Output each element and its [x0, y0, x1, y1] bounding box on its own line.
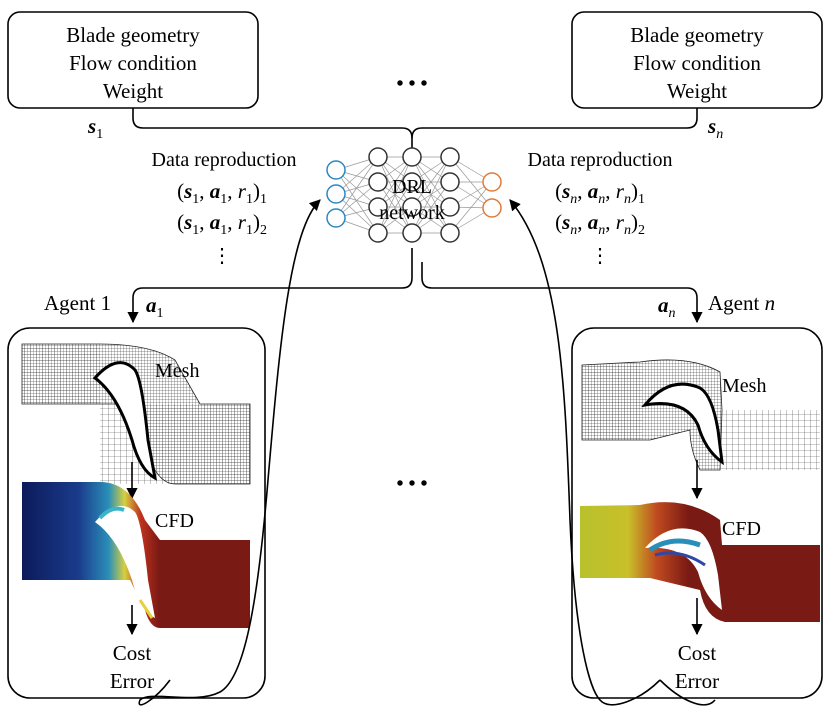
- network-node-input: [326, 184, 346, 204]
- middle-ellipsis: • • •: [396, 473, 427, 495]
- network-node-hidden1: [368, 197, 388, 217]
- network-edge: [377, 181, 413, 234]
- network-node-hidden2: [402, 223, 422, 243]
- data-left-title: Data reproduction: [152, 149, 297, 171]
- action-line-right: [421, 262, 703, 324]
- cost-label-left: Cost: [113, 641, 152, 665]
- network-node-hidden3: [440, 147, 460, 167]
- data-right-dots: ⋮: [590, 245, 610, 267]
- mesh-image-left: [21, 343, 251, 485]
- network-node-hidden2: [402, 172, 422, 192]
- network-node-hidden3: [440, 197, 460, 217]
- network-edge: [411, 156, 451, 234]
- data-right-row2: (sn, an, rn)2: [555, 210, 645, 238]
- network-node-output: [482, 198, 502, 218]
- feedback-curve-right-tail: [659, 679, 716, 706]
- agent-panel-right: [571, 327, 823, 699]
- network-edge: [335, 156, 379, 219]
- error-label-right: Error: [675, 669, 719, 693]
- network-node-output: [482, 172, 502, 192]
- data-reproduction-right: Data reproduction (sn, an, rn)1 (sn, an,…: [528, 149, 673, 267]
- top-ellipsis: • • •: [396, 73, 427, 95]
- network-node-hidden1: [368, 223, 388, 243]
- state-line-left: [132, 108, 413, 148]
- network-node-hidden1: [368, 172, 388, 192]
- action-line-left: [127, 248, 413, 324]
- state-right-geometry: Blade geometry: [630, 23, 764, 47]
- network-edge: [449, 181, 493, 234]
- state-left-geometry: Blade geometry: [66, 23, 200, 47]
- network-node-input: [326, 160, 346, 180]
- state-label-sn: sn: [707, 114, 723, 142]
- network-node-hidden3: [440, 223, 460, 243]
- data-left-row2: (s1, a1, r1)2: [177, 210, 267, 238]
- cfd-label-right: CFD: [722, 518, 761, 540]
- mesh-image-right: [581, 359, 820, 471]
- network-edge: [411, 156, 451, 208]
- network-label-network: network: [379, 202, 445, 224]
- network-edge: [411, 181, 451, 234]
- state-right-flow: Flow condition: [633, 51, 761, 75]
- network-node-hidden3: [440, 172, 460, 192]
- cfd-image-right: [580, 502, 820, 622]
- cfd-label-left: CFD: [155, 510, 194, 532]
- network-edge: [335, 169, 379, 234]
- network-node-input: [326, 208, 346, 228]
- state-left-weight: Weight: [103, 79, 163, 103]
- data-reproduction-left: Data reproduction (s1, a1, r1)1 (s1, a1,…: [152, 149, 297, 267]
- error-label-left: Error: [110, 669, 154, 693]
- cfd-image-left: [22, 482, 250, 628]
- network-node-hidden1: [368, 147, 388, 167]
- state-box-right: Blade geometry Flow condition Weight: [571, 11, 823, 109]
- mesh-label-right: Mesh: [722, 375, 766, 397]
- data-left-dots: ⋮: [212, 245, 232, 267]
- data-right-title: Data reproduction: [528, 149, 673, 171]
- state-right-weight: Weight: [667, 79, 727, 103]
- state-left-flow: Flow condition: [69, 51, 197, 75]
- network-node-hidden2: [402, 147, 422, 167]
- mesh-label-left: Mesh: [155, 360, 199, 382]
- network-edge: [377, 156, 413, 234]
- data-left-row1: (s1, a1, r1)1: [177, 179, 267, 207]
- network-edge: [449, 156, 493, 209]
- state-line-right: [411, 108, 698, 139]
- feedback-curve-right: [509, 199, 661, 706]
- data-right-row1: (sn, an, rn)1: [555, 179, 645, 207]
- state-label-s1: s1: [87, 114, 103, 142]
- drl-network: DRL network: [326, 147, 502, 243]
- action-left-label: a1: [146, 293, 164, 321]
- network-edge: [377, 156, 413, 208]
- network-node-hidden2: [402, 197, 422, 217]
- network-nodes: [326, 147, 502, 243]
- network-label-drl: DRL: [392, 176, 432, 198]
- state-box-left: Blade geometry Flow condition Weight: [7, 11, 259, 109]
- agent-right-label: Agent n: [708, 291, 775, 315]
- action-right-label: an: [658, 293, 676, 321]
- cost-label-right: Cost: [678, 641, 717, 665]
- feedback-curve-left: [138, 199, 321, 706]
- agent-left-label: Agent 1: [44, 291, 111, 315]
